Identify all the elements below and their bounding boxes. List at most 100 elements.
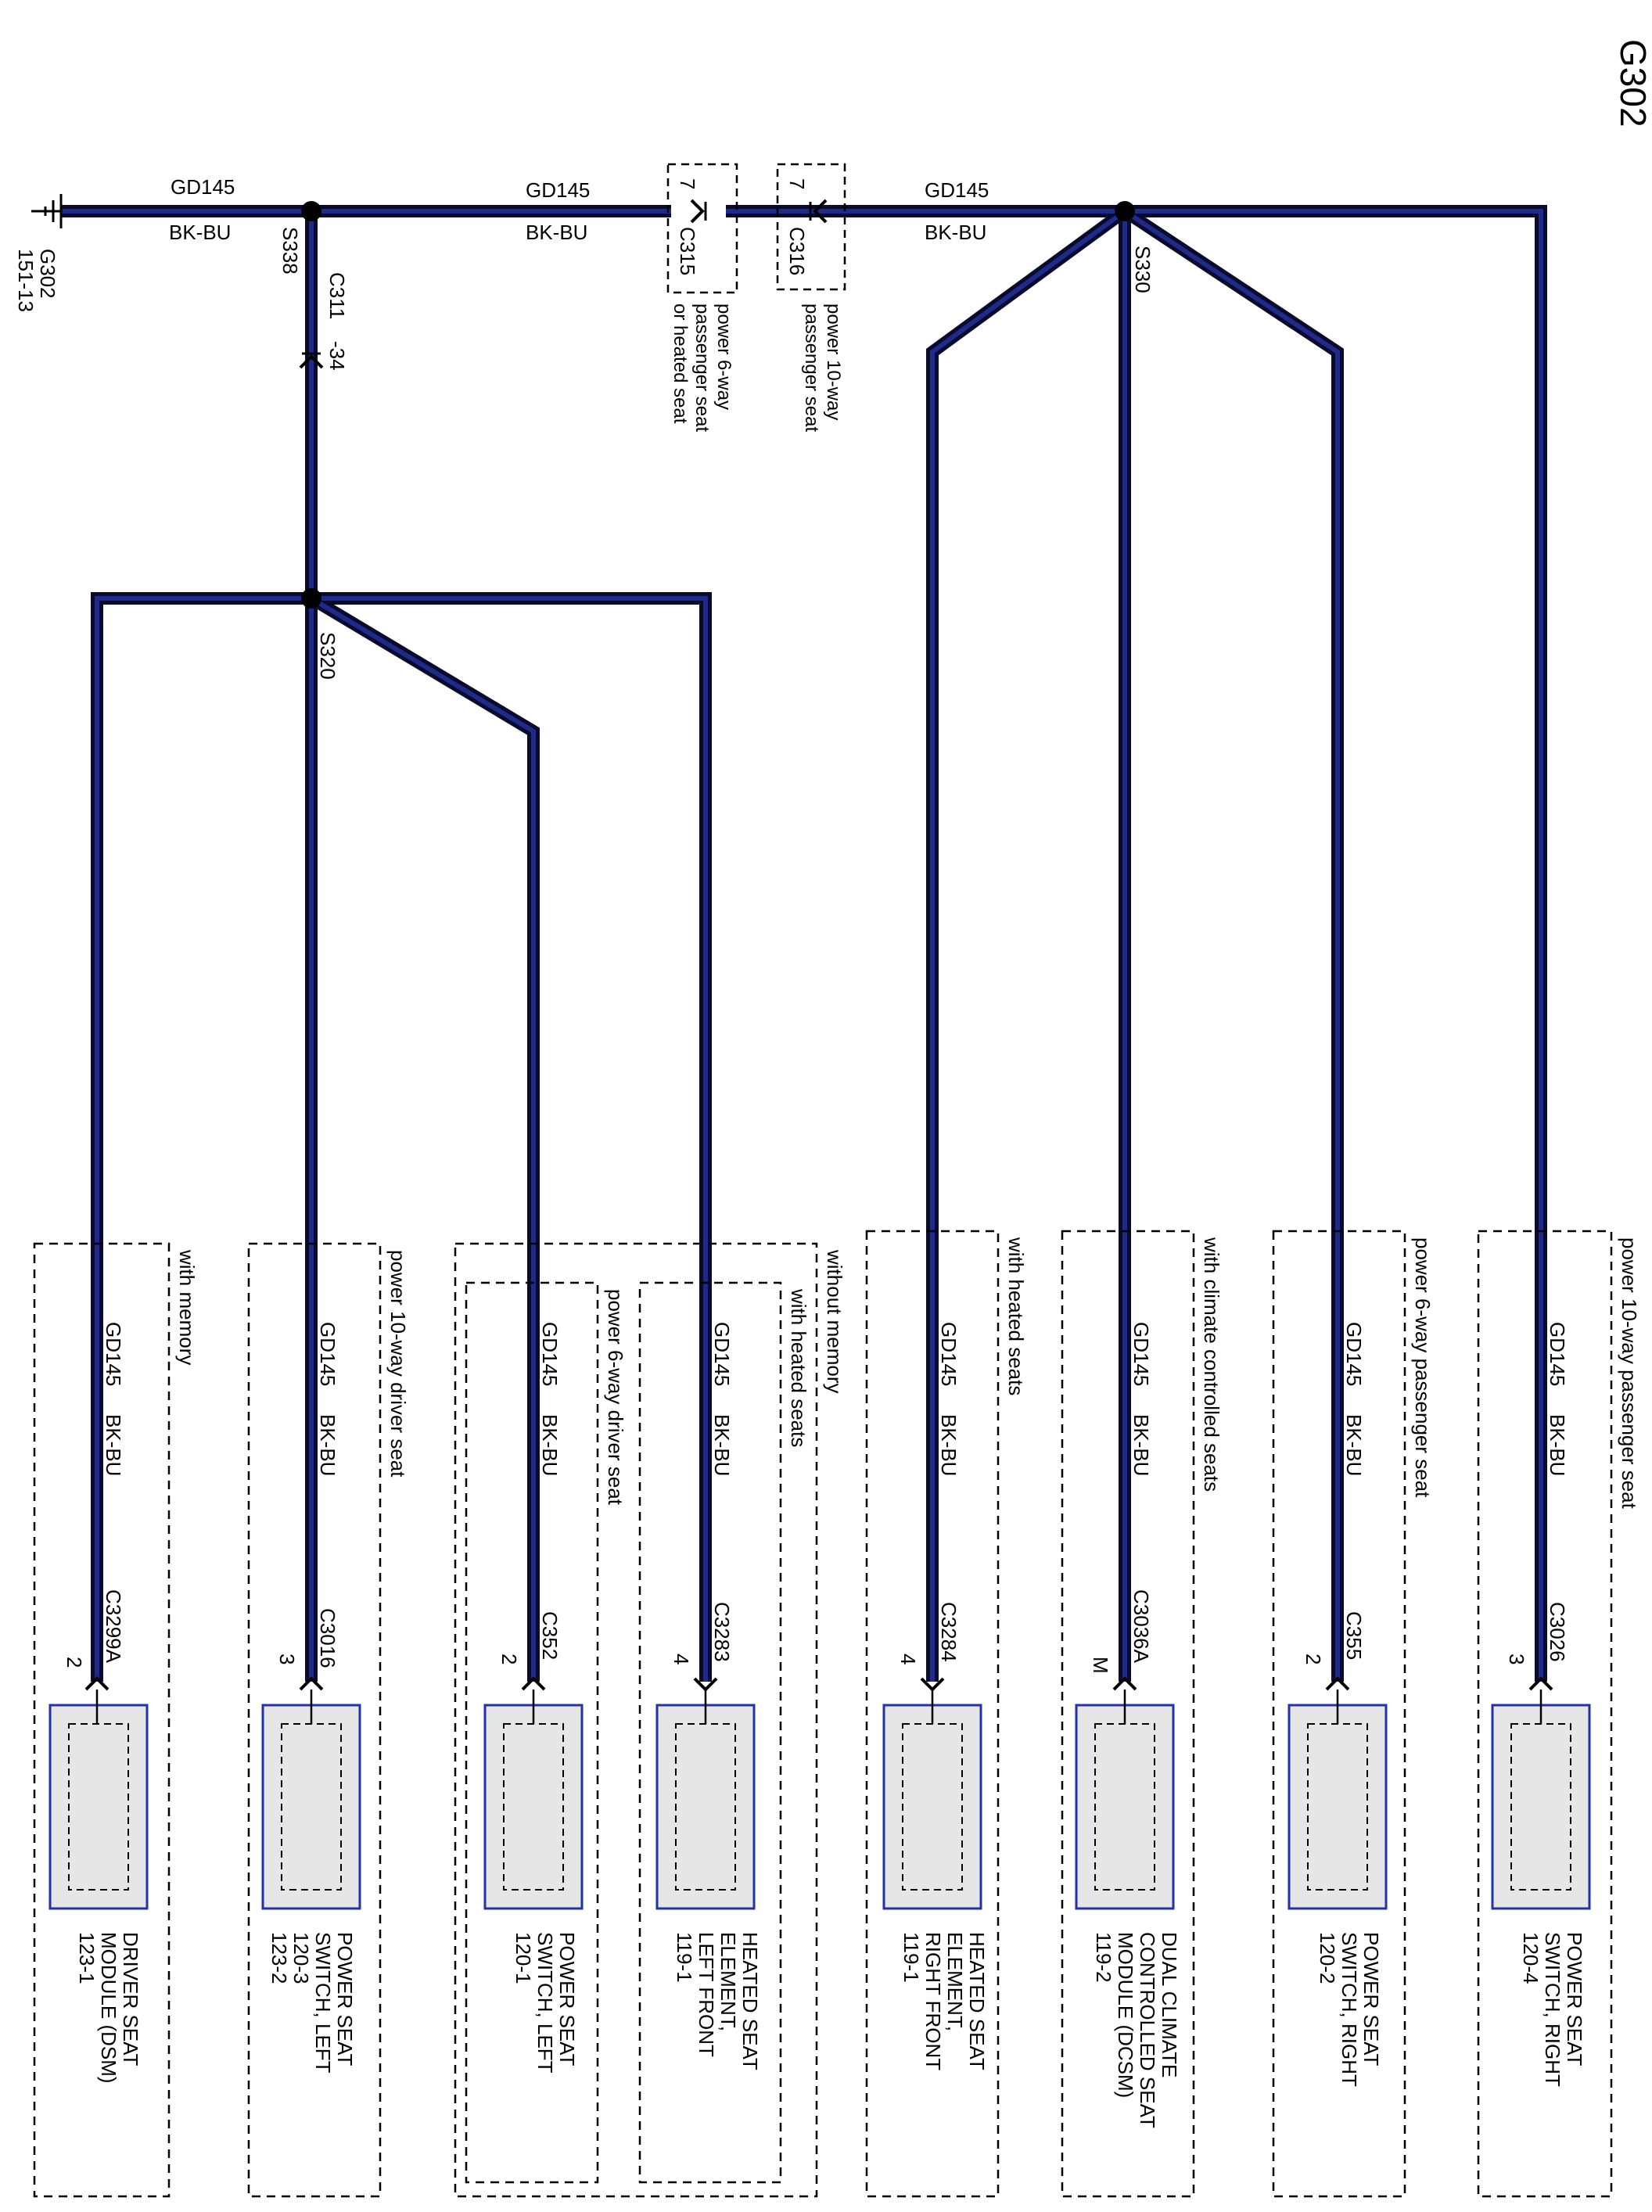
connector-c311-label: C311 [325,272,349,319]
connector-arrow-icon [1325,1676,1350,1691]
connector-c316-box [776,163,846,291]
group-box-memory [33,1242,171,2198]
branch-circuit-label: GD145 [102,1322,125,1386]
wire-circuit-label: GD145 [526,178,590,202]
connector-c316-label: C316 [785,227,809,275]
connector-c316-pin: 7 [785,178,809,189]
component-name: DUAL CLIMATE [1158,1932,1181,2077]
component-ref: 120-2 [1316,1932,1339,1984]
branch-circuit-label: GD145 [710,1322,734,1386]
component-name: DRIVER SEAT [119,1932,142,2067]
component-name: HEATED SEAT [965,1932,989,2070]
component-hsrf: GD145 BK-BU C3284 4 HEATED SEAT ELEMENT,… [882,1322,989,2070]
connector-c315-box [666,163,738,294]
group-label-driver10: power 10-way driver seat [386,1250,410,1478]
component-ref: 120-3 [289,1932,313,1984]
splice-s320-dot [301,588,321,609]
component-psl10-body [261,1704,361,1910]
component-ref: 123-1 [75,1932,99,1984]
group-box-rfheat [865,1230,1000,2198]
connector-arrow-icon [299,1676,324,1691]
ground-ref: 151-13 [14,249,38,312]
pin-label: 2 [497,1654,521,1664]
connector-label: C3284 [937,1602,961,1662]
splices: S338 S320 S330 [278,201,1155,680]
splice-s338-dot [301,201,321,221]
connector-c315-label: C315 [676,227,699,275]
component-hsrf-body [882,1704,982,1910]
branch-color-label: BK-BU [710,1414,734,1476]
ground-label: G302 [36,249,59,299]
component-name: MODULE (DCSM) [1114,1932,1137,2098]
group-label-lfheat: with heated seats [787,1288,810,1447]
branch-circuit-label: GD145 [1129,1322,1153,1386]
component-name: POWER SEAT [333,1932,357,2067]
component-name: SWITCH, LEFT [311,1932,335,2074]
component-psr10: GD145 BK-BU C3026 3 POWER SEAT SWITCH, R… [1491,1322,1591,2087]
component-dcsm-body [1075,1704,1175,1910]
component-psr10-body [1491,1704,1591,1910]
connector-c315-pin: 7 [676,178,699,189]
component-name: POWER SEAT [555,1932,579,2067]
branch-circuit-label: GD145 [316,1322,339,1386]
component-name: RIGHT FRONT [921,1932,945,2070]
group-label-rfheat: with heated seats [1004,1237,1028,1395]
component-psl10: GD145 BK-BU C3016 3 POWER SEAT SWITCH, L… [261,1322,361,2074]
connector-c316-condition: passenger seat [801,303,822,432]
connector-label: C352 [538,1611,562,1660]
component-dsm-body [48,1704,149,1910]
connector-c315-condition: or heated seat [670,303,691,424]
group-box-dcsm [1061,1230,1195,2198]
option-group-labels: with memory power 10-way driver seat wit… [175,1237,1641,1510]
splice-s330-dot [1115,201,1135,221]
branch-circuit-label: GD145 [538,1322,562,1386]
connector-c316: 7 C316 power 10-way passenger seat [776,163,846,432]
component-ref: 123-2 [268,1932,291,1984]
branch-circuit-label: GD145 [937,1322,961,1386]
wire-color-label: BK-BU [925,221,986,244]
wire-color-label: BK-BU [526,221,587,244]
pin-label: 4 [670,1654,693,1664]
branch-color-label: BK-BU [1546,1414,1569,1476]
pin-label: 2 [1302,1654,1325,1664]
component-dsm: GD145 BK-BU C3299A 2 DRIVER SEAT MODULE … [48,1322,149,2084]
wires [61,205,1547,1682]
connector-c315-condition: power 6-way [713,303,734,410]
component-psl6: GD145 BK-BU C352 2 POWER SEAT SWITCH, LE… [483,1322,584,2074]
pin-label: 4 [896,1654,920,1664]
branch-color-label: BK-BU [538,1414,562,1476]
component-name: SWITCH, RIGHT [1338,1932,1361,2087]
group-box-pass6 [1272,1230,1406,2198]
component-name: MODULE (DSM) [97,1932,120,2084]
component-name: ELEMENT, [943,1932,967,2031]
group-box-nomemory [454,1242,818,2198]
component-psr6: GD145 BK-BU C355 2 POWER SEAT SWITCH, RI… [1287,1322,1388,2087]
connector-c311: C311 -34 [299,272,349,371]
connector-label: C3026 [1546,1602,1569,1662]
connector-c311-pin: -34 [325,341,349,371]
connector-label: C355 [1342,1611,1366,1660]
component-ref: 120-4 [1519,1932,1542,1984]
component-hslf: GD145 BK-BU C3283 4 HEATED SEAT ELEMENT,… [655,1322,762,2070]
wire-circuit-label: GD145 [925,178,989,202]
component-ref: 119-2 [1092,1932,1115,1983]
group-label-dcsm: with climate controlled seats [1200,1237,1223,1492]
group-label-nomemory: without memory [823,1249,846,1394]
group-label-pass10: power 10-way passenger seat [1618,1237,1641,1510]
component-psl6-body [483,1704,584,1910]
ground-symbol: G302 151-13 [14,194,63,312]
wire-color-label: BK-BU [169,221,231,244]
branch-color-label: BK-BU [1342,1414,1366,1476]
component-ref: 119-1 [900,1932,923,1983]
splice-s320-label: S320 [316,632,339,680]
pin-label: 2 [63,1657,86,1668]
component-name: POWER SEAT [1563,1932,1586,2067]
connector-c315: 7 C315 power 6-way passenger seat or hea… [666,163,738,432]
component-name: SWITCH, LEFT [533,1932,557,2074]
connector-arrow-icon [299,354,324,369]
splice-s330-label: S330 [1131,246,1155,293]
connector-label: C3036A [1129,1589,1153,1664]
connector-arrow-icon [1528,1676,1553,1691]
component-name: ELEMENT, [716,1932,740,2031]
